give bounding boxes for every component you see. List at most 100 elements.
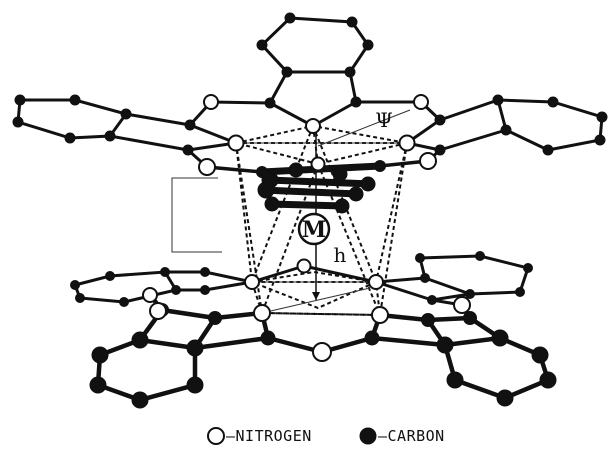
- carbon-atom: [542, 144, 554, 156]
- carbon-atom: [105, 271, 115, 281]
- carbon-atom: [264, 196, 280, 212]
- bond: [311, 100, 358, 128]
- upper-macrocycle: [12, 12, 608, 178]
- carbon-atom: [350, 96, 362, 108]
- height-label: h: [334, 243, 347, 267]
- carbon-atom: [434, 144, 446, 156]
- coordination-antiprism: [171, 109, 411, 317]
- lower-right-back-benzo: [418, 254, 530, 296]
- bond: [374, 276, 427, 284]
- carbon-atom: [120, 108, 132, 120]
- carbon-atom: [492, 94, 504, 106]
- bond: [302, 264, 378, 284]
- bond: [425, 315, 473, 323]
- carbon-atom: [14, 94, 26, 106]
- nitrogen-atom: [371, 306, 389, 324]
- carbon-atom: [75, 293, 85, 303]
- nitrogen-atom: [368, 274, 384, 290]
- upper-right-benzo-ring: [496, 98, 604, 152]
- carbon-atom: [334, 198, 350, 214]
- upper-carbon-atoms: [12, 12, 608, 178]
- carbon-atom: [131, 391, 149, 409]
- carbon-atom: [420, 273, 430, 283]
- carbon-atom: [160, 267, 170, 277]
- bond: [438, 98, 500, 122]
- carbon-atom: [475, 251, 485, 261]
- guide-line: [317, 109, 411, 147]
- nitrogen-atom: [453, 296, 471, 314]
- carbon-atom: [364, 330, 380, 346]
- metal-atom: [297, 212, 331, 246]
- carbon-atom: [463, 311, 477, 325]
- nitrogen-atom: [142, 287, 158, 303]
- bond: [438, 128, 508, 152]
- nitrogen-atom: [310, 156, 326, 172]
- bond: [203, 270, 254, 284]
- dashed-bond: [261, 312, 381, 316]
- nitrogen-atom: [305, 118, 321, 134]
- upper-n4-plane: [235, 124, 408, 166]
- bond: [205, 165, 264, 174]
- bond: [159, 307, 218, 321]
- cage-edge: [379, 142, 408, 316]
- cage-edge: [375, 142, 408, 283]
- lower-left-front-benzo: [95, 337, 198, 403]
- bond: [374, 280, 434, 302]
- carbon-atom: [434, 114, 446, 126]
- lower-right-front-benzo: [442, 335, 551, 401]
- legend: —NITROGEN —CARBON: [207, 427, 444, 445]
- bond: [192, 335, 271, 351]
- carbon-atom: [346, 16, 358, 28]
- lower-n4-plane: [248, 270, 380, 310]
- nitrogen-atom: [149, 302, 167, 320]
- carbon-atom: [12, 116, 24, 128]
- carbon-atom: [200, 267, 210, 277]
- carbon-atom: [186, 376, 204, 394]
- nitrogen-atom: [413, 94, 429, 110]
- nitrogen-atom: [244, 274, 260, 290]
- carbon-atom: [427, 295, 437, 305]
- carbon-atom: [446, 371, 464, 389]
- metal-label: M: [302, 217, 326, 243]
- cage-edge: [261, 163, 319, 314]
- carbon-atom: [288, 162, 304, 178]
- nitrogen-atom: [227, 134, 245, 152]
- bond: [430, 292, 472, 302]
- bond: [268, 70, 289, 105]
- carbon-atom: [264, 97, 276, 109]
- carbon-atom: [421, 313, 435, 327]
- cage-edge: [235, 142, 253, 283]
- carbon-atom: [496, 389, 514, 407]
- carbon-atom: [547, 96, 559, 108]
- carbon-atom: [89, 376, 107, 394]
- lower-carbon-atoms: [70, 251, 557, 409]
- carbon-atom: [360, 176, 376, 192]
- carbon-atom: [260, 330, 276, 346]
- carbon-atom: [200, 285, 210, 295]
- nitrogen-atom: [398, 134, 416, 152]
- bond: [124, 112, 192, 127]
- lower-macrocycle: [70, 251, 557, 409]
- bond: [264, 176, 376, 188]
- nitrogen-atom: [198, 158, 216, 176]
- carbon-atom: [491, 329, 509, 347]
- carbon-atom: [500, 124, 512, 136]
- bond: [268, 101, 315, 128]
- legend-carbon-icon: [359, 427, 377, 445]
- nitrogen-atoms: [142, 94, 471, 362]
- carbon-atom: [186, 339, 204, 357]
- carbon-atom: [596, 111, 608, 123]
- carbon-atom: [465, 289, 475, 299]
- carbon-atom: [119, 297, 129, 307]
- carbon-atom: [415, 253, 425, 263]
- carbon-atom: [531, 346, 549, 364]
- nitrogen-atom: [203, 94, 219, 110]
- carbon-atom: [344, 66, 356, 78]
- carbon-atom: [515, 287, 525, 297]
- cage-edge: [317, 163, 381, 316]
- carbon-atom: [208, 311, 222, 325]
- carbon-atom: [284, 12, 296, 24]
- carbon-atom: [256, 39, 268, 51]
- carbon-atom: [69, 94, 81, 106]
- bond: [209, 100, 272, 105]
